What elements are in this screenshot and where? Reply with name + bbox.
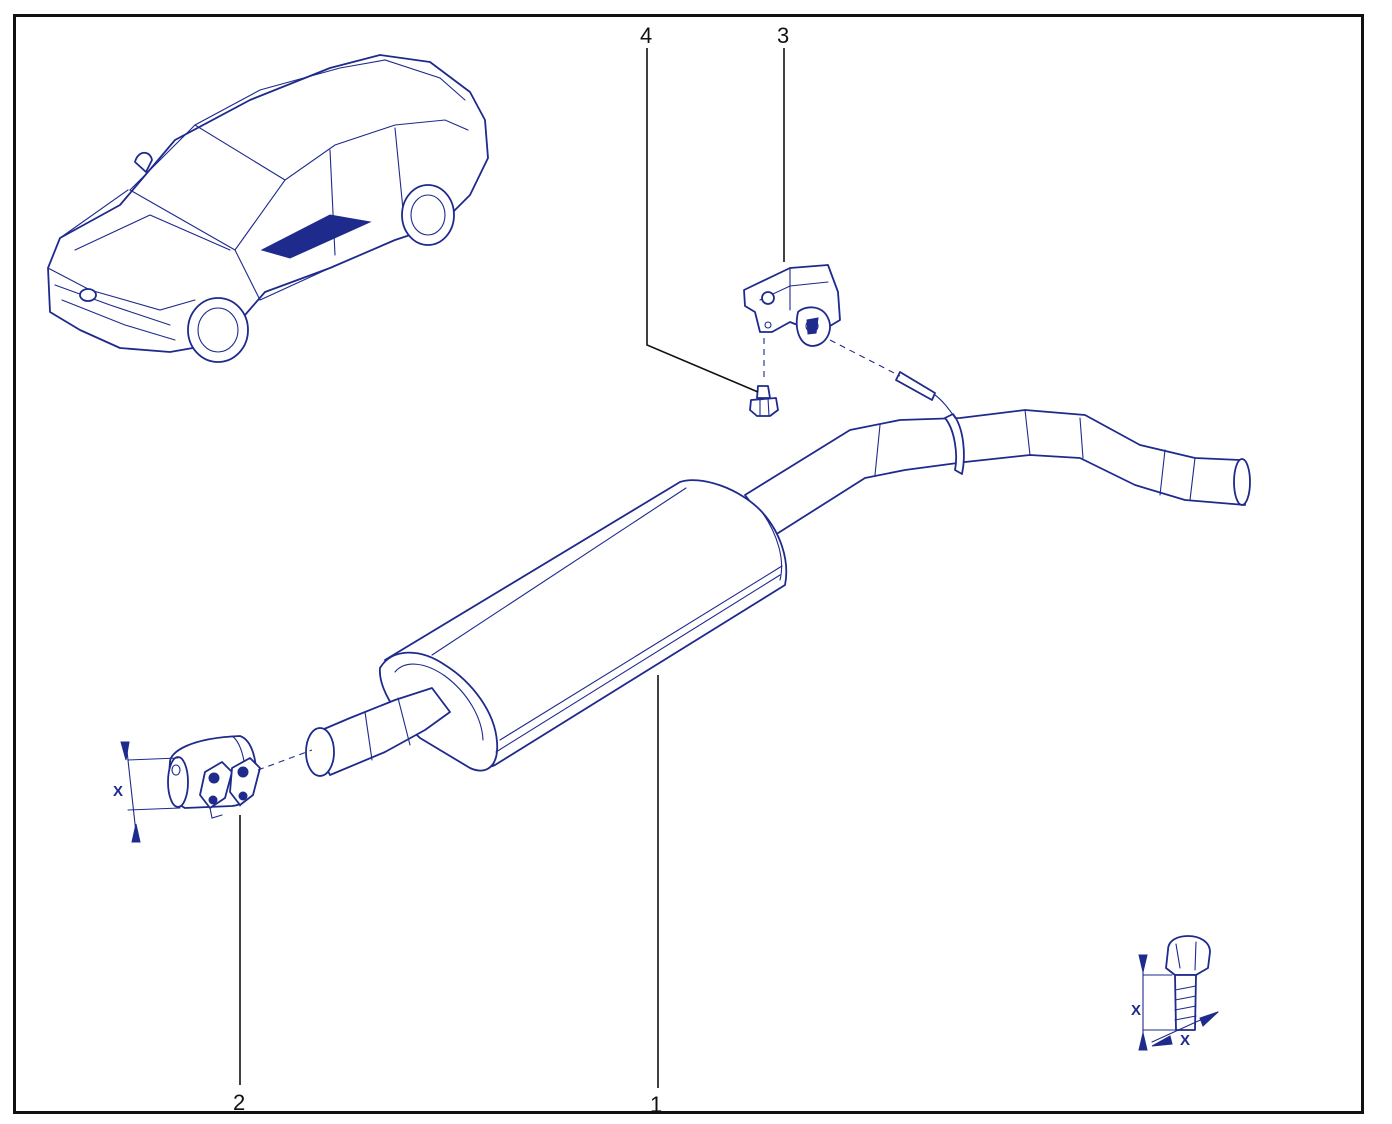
callout-3: 3 [777,23,789,48]
clamp-diameter-dimension [120,741,181,843]
callout-1: 1 [650,1092,662,1117]
hanger-assembly-guide [829,339,901,377]
clamp-dimension-label: X [113,783,123,800]
vehicle-location-icon [47,54,489,363]
bolt-size-reference-icon [1138,935,1219,1051]
pipe-clamp-icon [167,735,261,819]
exhaust-hanger-bracket-icon [743,264,841,347]
clamp-assembly-guide [257,749,313,771]
intermediate-pipe-icon [744,371,1251,536]
bolt-width-dimension-label: X [1180,1032,1190,1049]
bolt-height-dimension-label: X [1131,1002,1141,1019]
callout-2: 2 [233,1090,245,1115]
callout-4: 4 [640,23,652,48]
flange-bolt-icon [749,385,779,417]
silencer-muffler-icon [305,479,788,777]
leader-line-4 [646,48,759,393]
